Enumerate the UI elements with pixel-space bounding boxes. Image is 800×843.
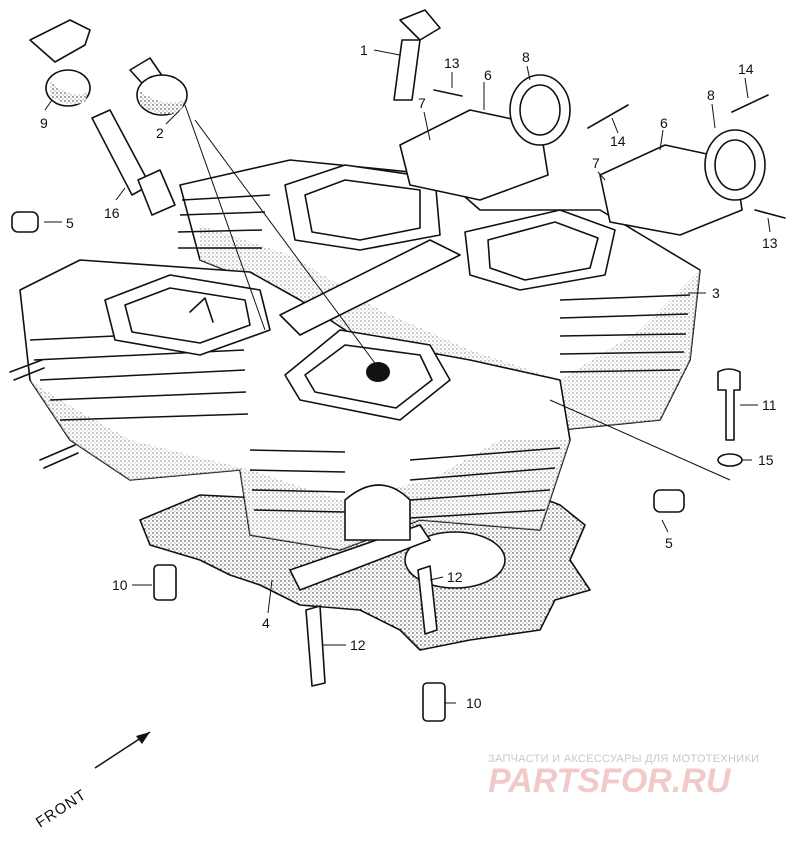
callout-8-upper: 8: [522, 49, 530, 65]
leader-lines: [44, 49, 771, 704]
callout-13-upper: 13: [444, 55, 460, 71]
callout-7-lower: 7: [592, 155, 600, 171]
callout-7-upper: 7: [418, 95, 426, 111]
watermark-brand: PARTSFOR.RU: [488, 762, 732, 800]
part-15-washer: [717, 453, 743, 467]
part-14-screw-upper: [587, 104, 629, 129]
watermark-tagline: ЗАПЧАСТИ И АКСЕССУАРЫ ДЛЯ МОТОТЕХНИКИ: [488, 753, 759, 765]
callout-14-upper: 14: [610, 133, 626, 149]
part-5-cap-upper: [11, 211, 39, 233]
watermark: ЗАПЧАСТИ И АКСЕССУАРЫ ДЛЯ МОТОТЕХНИКИ PA…: [488, 753, 759, 800]
callout-5-upper: 5: [66, 215, 74, 231]
part-12-stud-upper: [417, 565, 438, 635]
part-7-manifold-upper: [399, 109, 549, 201]
callout-11: 11: [762, 397, 777, 413]
callout-16: 16: [104, 205, 120, 221]
callout-3: 3: [712, 285, 720, 301]
callout-15: 15: [758, 452, 774, 468]
callout-14-lower: 14: [738, 61, 754, 77]
callout-1: 1: [360, 42, 368, 58]
callout-12-lower: 12: [350, 637, 366, 653]
part-5-cap-lower: [653, 489, 685, 513]
callout-2: 2: [156, 125, 164, 141]
part-11-bolt: [717, 368, 741, 441]
callouts: 1 2 3 4 5 5 6 6 7 7 8 8 9 10 10 11 12 12…: [40, 42, 778, 711]
part-10-dowel-upper: [153, 564, 177, 601]
callout-5-lower: 5: [665, 535, 673, 551]
callout-9: 9: [40, 115, 48, 131]
part-12-stud-lower: [305, 605, 326, 687]
callout-10-upper: 10: [112, 577, 128, 593]
callout-6-lower: 6: [660, 115, 668, 131]
part-13-screw-upper: [433, 89, 463, 97]
cylinder-head: [9, 159, 701, 551]
callout-4: 4: [262, 615, 270, 631]
callout-12-upper: 12: [447, 569, 463, 585]
callout-13-lower: 13: [762, 235, 778, 251]
part-14-screw-lower: [731, 94, 769, 113]
callout-8-lower: 8: [707, 87, 715, 103]
part-10-dowel-lower: [422, 682, 446, 722]
part-1-stud: [393, 9, 441, 101]
part-13-screw-lower: [754, 209, 786, 219]
part-9-plug-cap: [29, 19, 91, 107]
part-16-spark-plug: [91, 109, 176, 216]
front-direction-indicator: FRONT: [33, 731, 151, 831]
callout-10-lower: 10: [466, 695, 482, 711]
callout-6-upper: 6: [484, 67, 492, 83]
front-label: FRONT: [33, 786, 90, 831]
part-2-sender: [129, 57, 188, 116]
